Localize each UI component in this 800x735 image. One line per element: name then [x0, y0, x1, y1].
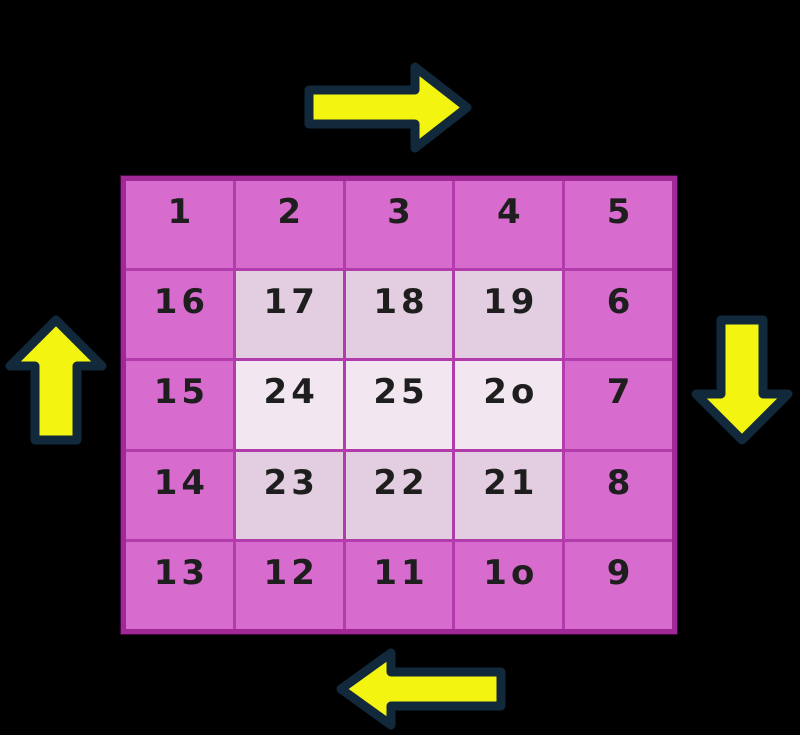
grid-cell-23: 23: [235, 451, 343, 539]
grid-cell-21: 21: [455, 451, 563, 539]
grid-cell-12: 12: [235, 541, 343, 629]
grid-cell-19: 19: [455, 271, 563, 359]
arrow-left-icon: [336, 648, 506, 730]
grid-cell-24: 24: [235, 361, 343, 449]
grid-cell-5: 5: [565, 181, 672, 269]
grid-cell-6: 6: [565, 271, 672, 359]
grid-cell-2o: 2o: [455, 361, 563, 449]
grid-cell-22: 22: [345, 451, 453, 539]
grid-cell-25: 25: [345, 361, 453, 449]
grid-cell-14: 14: [126, 451, 233, 539]
grid-cell-18: 18: [345, 271, 453, 359]
arrow-up-icon: [5, 315, 107, 445]
grid-cell-15: 15: [126, 361, 233, 449]
grid-cell-13: 13: [126, 541, 233, 629]
grid-cell-2: 2: [235, 181, 343, 269]
grid-cell-8: 8: [565, 451, 672, 539]
grid-cell-17: 17: [235, 271, 343, 359]
grid-cell-11: 11: [345, 541, 453, 629]
arrow-right-icon: [304, 62, 472, 153]
grid-cell-1o: 1o: [455, 541, 563, 629]
grid-cell-3: 3: [345, 181, 453, 269]
arrow-down-icon: [691, 315, 793, 445]
grid-cell-1: 1: [126, 181, 233, 269]
grid-cell-9: 9: [565, 541, 672, 629]
grid-cell-16: 16: [126, 271, 233, 359]
grid-cell-4: 4: [455, 181, 563, 269]
grid-cell-7: 7: [565, 361, 672, 449]
